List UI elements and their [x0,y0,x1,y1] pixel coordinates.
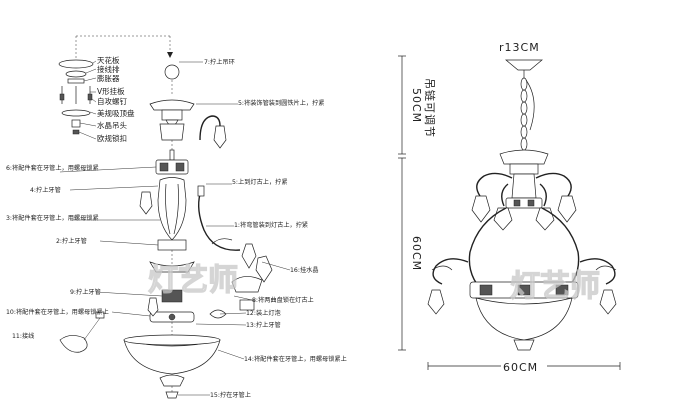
chain [520,77,535,151]
step-14: 14:将配件套在牙管上，用螺母锁紧上 [244,355,347,363]
dim-chain-height: 50CM [410,88,423,123]
step-8: 8:将两曲盘锁在灯古上 [252,296,314,304]
exploded-view: 天花板 接线排 膨胀器 V形挂板 自攻螺钉 美规吸顶盘 水晶吊头 欧规锁扣 [6,35,347,399]
step-11: 11:接线 [12,332,34,340]
step-7: 7:拧上吊环 [204,58,235,66]
step-1: 1:将弯管装到灯古上，拧紧 [234,221,308,229]
watermark-left: 灯艺师 [148,263,238,298]
label-crystal-head: 水晶吊头 [97,120,127,130]
side-arms [59,115,273,353]
step-13: 13:拧上牙管 [246,321,281,329]
step-6: 6:将配件套在牙管上，用螺母锁紧 [6,164,99,172]
ceiling-mount-parts [58,35,173,135]
central-column [123,61,221,399]
step-15: 15:拧在牙管上 [210,391,251,399]
dim-width: 60CM [503,361,538,374]
step-12: 12:装上灯泡 [246,309,281,317]
step-leaders [59,103,291,396]
top-labels: 天花板 接线排 膨胀器 V形挂板 自攻螺钉 美规吸顶盘 水晶吊头 欧规锁扣 [97,55,135,143]
top-label-leaders [78,60,97,140]
watermark-right: 灯艺师 [510,269,600,304]
label-ceiling: 天花板 [97,55,120,65]
step-4: 4:拧上牙管 [30,186,61,194]
label-terminal: 接线排 [97,64,120,74]
step-16: 16:挂水晶 [290,266,319,274]
label-v-bracket: V形挂板 [97,86,125,96]
step-10: 10:将配件套在牙管上，用螺母锁紧上 [6,308,109,316]
label-screw: 自攻螺钉 [97,96,127,106]
step-9: 9:拧上牙管 [70,288,101,296]
step-2: 2:拧上牙管 [56,237,87,245]
step-3: 3:将配件套在牙管上，用螺母锁紧 [6,214,99,222]
assembled-view: r13CM [398,41,621,374]
dim-chain-adjustable: 吊链可调节 [423,78,437,138]
label-expander: 膨胀器 [97,73,120,83]
dim-body-height: 60CM [410,236,423,271]
label-canopy: 美规吸顶盘 [97,108,135,118]
label-lock: 欧规锁扣 [97,133,127,143]
step-5b: 5:上到灯古上，拧紧 [232,178,288,186]
step-5a: 5:将装饰管装到圆铁片上，拧紧 [238,99,324,107]
step-labels: 7:拧上吊环 5:将装饰管装到圆铁片上，拧紧 6:将配件套在牙管上，用螺母锁紧 … [6,58,347,399]
dim-canopy-radius: r13CM [499,41,540,54]
